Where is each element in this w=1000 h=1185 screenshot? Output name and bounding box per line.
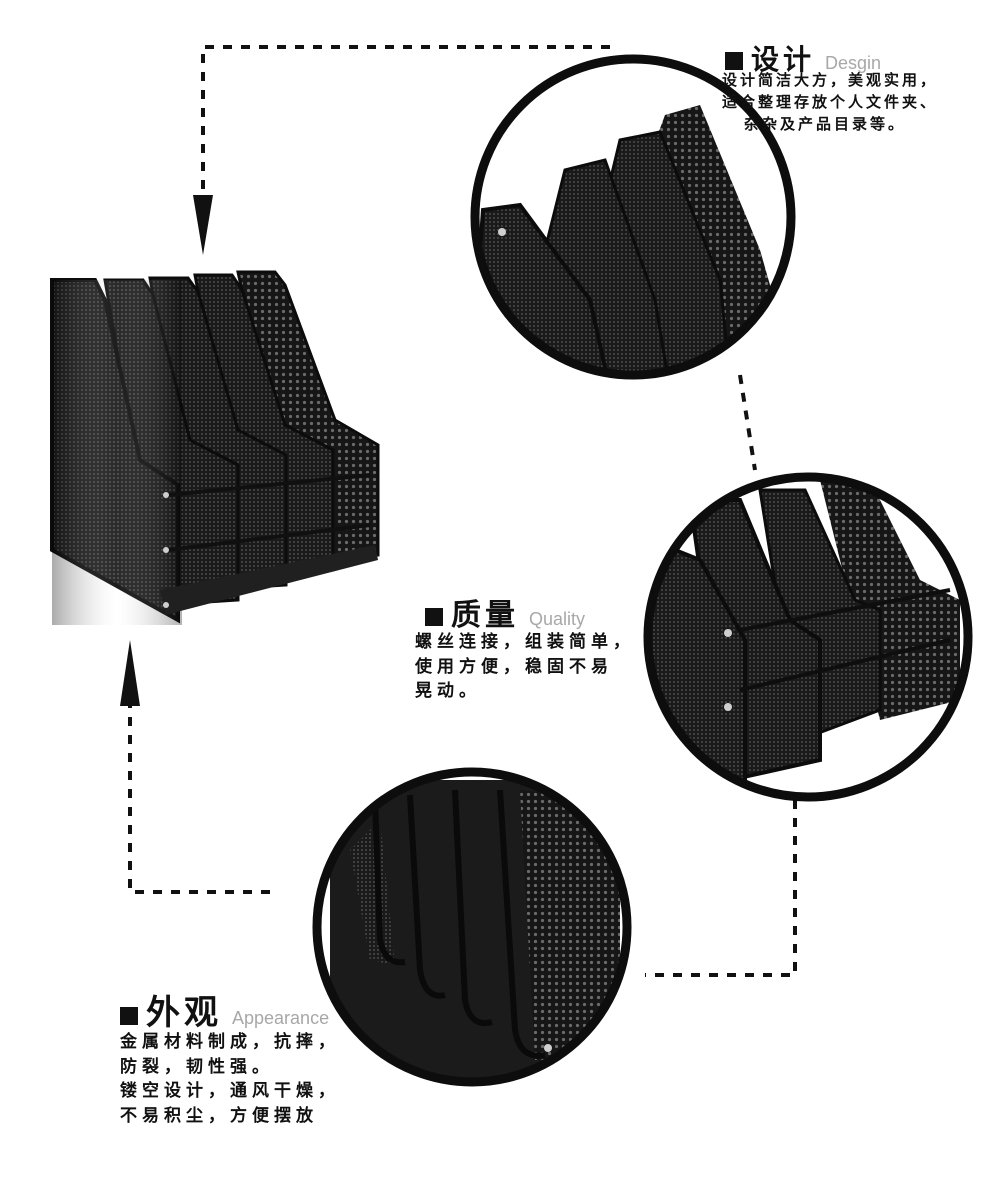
detail-circle-appearance bbox=[312, 767, 632, 1087]
section-description-design: 设计简洁大方，美观实用， 适合整理存放个人文件夹、 杂杂及产品目录等。 bbox=[722, 70, 938, 135]
section-heading-design: 设计 Desgin bbox=[725, 38, 881, 78]
description-line: 杂杂及产品目录等。 bbox=[744, 114, 907, 133]
description-line: 镂空设计，通风干燥， bbox=[120, 1081, 340, 1102]
description-line: 螺丝连接，组装简单， bbox=[415, 632, 635, 652]
arrow-down-icon bbox=[193, 195, 213, 255]
section-description-quality: 螺丝连接，组装简单， 使用方便，稳固不易 晃动。 bbox=[415, 630, 635, 704]
section-title-zh: 设计 bbox=[751, 43, 816, 76]
description-line: 设计简洁大方，美观实用， bbox=[722, 71, 939, 89]
description-line: 晃动。 bbox=[415, 681, 481, 702]
detail-circle-design bbox=[470, 54, 796, 380]
section-heading-quality: 质量 Quality bbox=[425, 590, 585, 634]
description-line: 使用方便，稳固不易 bbox=[415, 656, 613, 677]
section-description-appearance: 金属材料制成，抗摔， 防裂，韧性强。 镂空设计，通风干燥， 不易积尘，方便摆放 bbox=[120, 1030, 340, 1129]
section-title-en: Desgin bbox=[825, 53, 882, 73]
section-title-en: Quality bbox=[529, 609, 586, 629]
section-heading-appearance: 外观 Appearance bbox=[120, 985, 329, 1034]
description-line: 防裂，韧性强。 bbox=[120, 1056, 274, 1077]
section-title-en: Appearance bbox=[232, 1008, 330, 1028]
description-line: 金属材料制成，抗摔， bbox=[120, 1032, 340, 1052]
square-bullet-icon bbox=[425, 608, 443, 626]
section-title-zh: 外观 bbox=[146, 993, 222, 1033]
file-holder-product bbox=[50, 270, 380, 625]
description-line: 不易积尘，方便摆放 bbox=[120, 1105, 318, 1126]
arrow-up-icon bbox=[120, 640, 140, 706]
square-bullet-icon bbox=[725, 52, 743, 70]
square-bullet-icon bbox=[120, 1007, 138, 1025]
description-line: 适合整理存放个人文件夹、 bbox=[722, 92, 939, 111]
section-title-zh: 质量 bbox=[451, 598, 519, 633]
dashed-connectors bbox=[128, 45, 797, 977]
detail-circle-quality bbox=[643, 472, 973, 802]
